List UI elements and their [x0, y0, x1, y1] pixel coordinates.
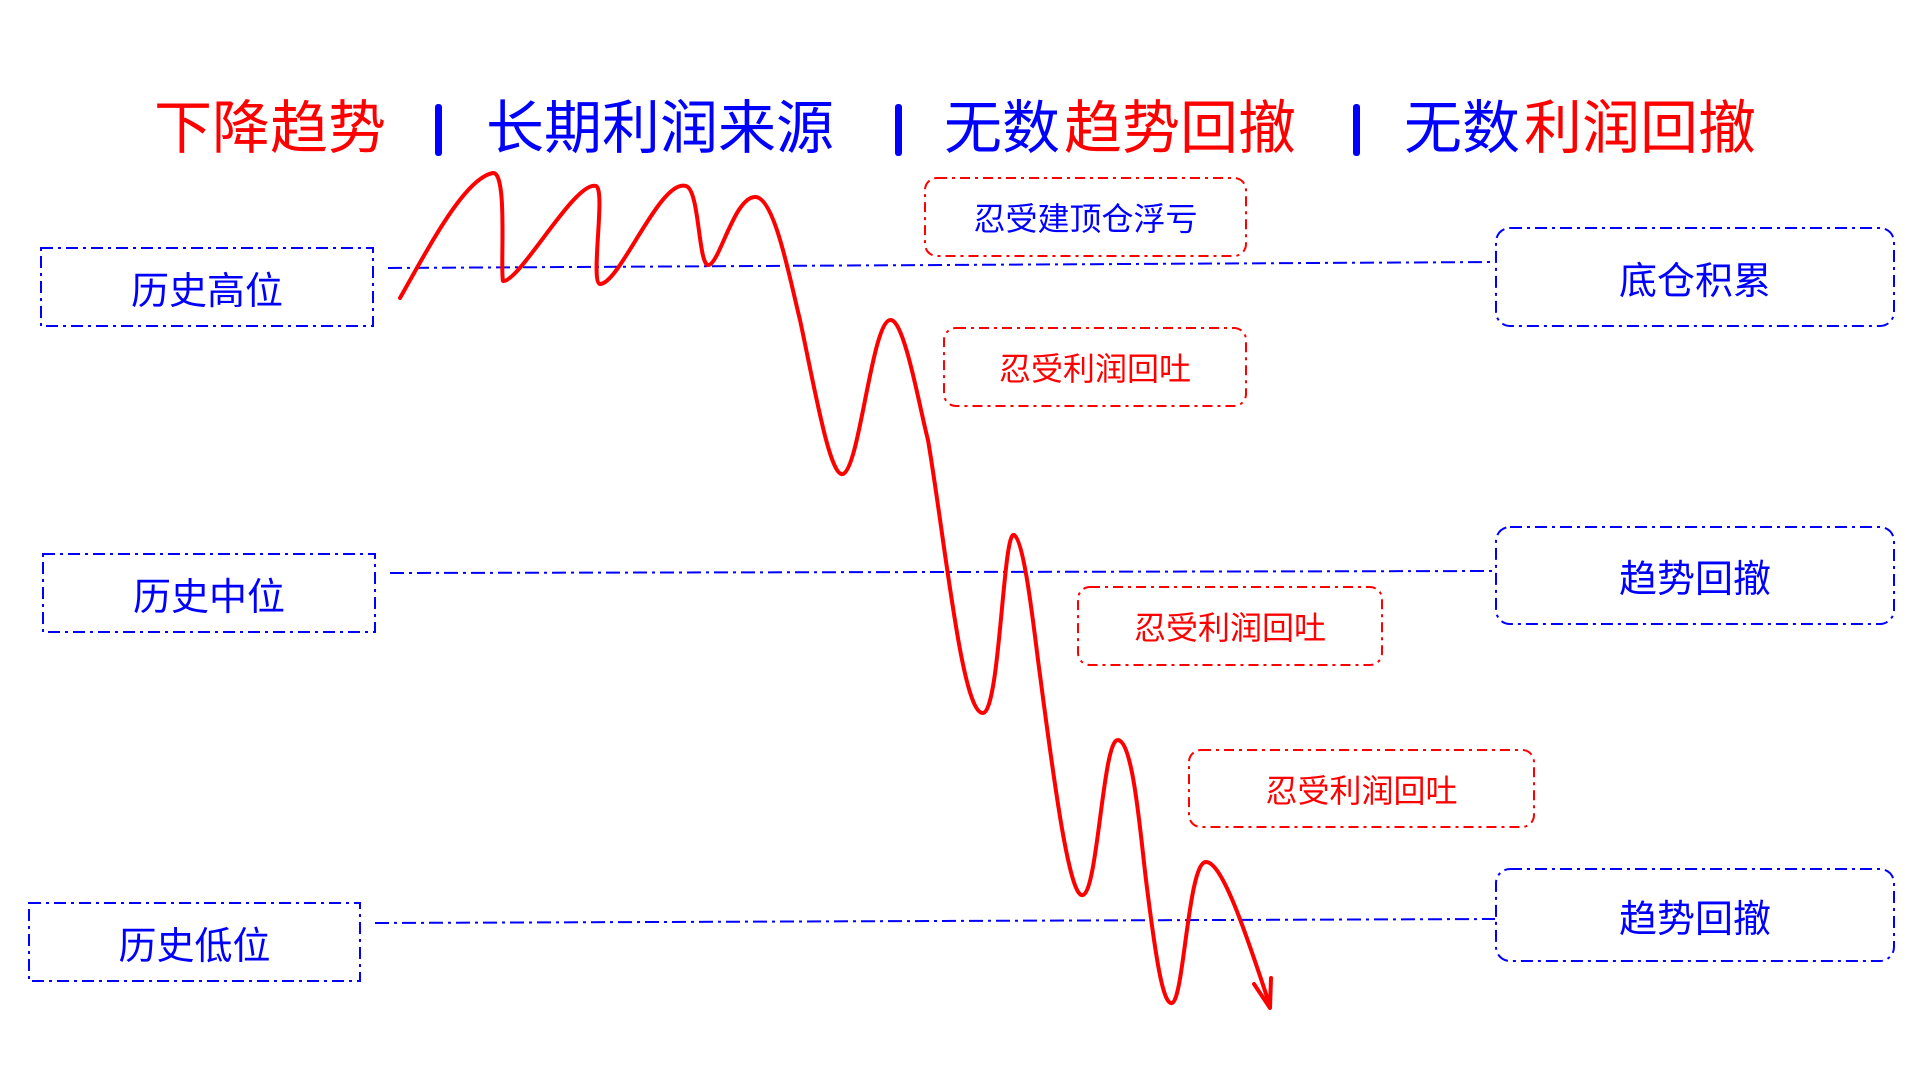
high-level-line — [387, 261, 1496, 269]
level-box-low: 历史低位 — [28, 902, 361, 982]
arrow-down-right-icon — [1252, 976, 1273, 1010]
mid-level-line — [389, 570, 1496, 574]
title-profit-pullback: 利润回撤 — [1524, 94, 1757, 162]
dashed-frame — [28, 902, 361, 982]
title-separator — [1353, 104, 1360, 156]
stage-label-base-accumulation: 底仓积累 — [1618, 258, 1771, 303]
stage-box-trend-pullback-2: 趋势回撤 — [1495, 868, 1895, 962]
dashed-frame — [42, 553, 376, 633]
note-box-top-position-loss: 忍受建顶仓浮亏 — [924, 177, 1247, 257]
level-box-high: 历史高位 — [40, 247, 374, 327]
title-downtrend: 下降趋势 — [154, 94, 387, 162]
level-label-low: 历史低位 — [118, 923, 271, 968]
dashed-frame — [1495, 868, 1895, 962]
level-label-high: 历史高位 — [130, 268, 283, 313]
note-label-profit-giveback-1: 忍受利润回吐 — [998, 350, 1191, 388]
note-label-profit-giveback-2: 忍受利润回吐 — [1133, 609, 1326, 647]
title-separator — [895, 104, 902, 156]
note-box-profit-giveback-2: 忍受利润回吐 — [1077, 586, 1383, 666]
note-label-profit-giveback-3: 忍受利润回吐 — [1265, 771, 1458, 810]
note-box-profit-giveback-1: 忍受利润回吐 — [943, 327, 1247, 407]
title-long-term-profit-source: 长期利润来源 — [486, 94, 835, 162]
dashed-frame — [1495, 227, 1895, 327]
title-countless-prefix-2: 无数 — [1404, 94, 1521, 162]
stage-box-base-accumulation: 底仓积累 — [1495, 227, 1895, 327]
level-label-mid: 历史中位 — [132, 574, 285, 619]
low-level-line — [374, 918, 1496, 924]
stage-label-trend-pullback-2: 趋势回撤 — [1618, 896, 1771, 941]
level-lines — [374, 261, 1496, 924]
note-box-profit-giveback-3: 忍受利润回吐 — [1188, 749, 1535, 828]
diagram-title: 下降趋势 长期利润来源 无数 趋势回撤 无数 利润回撤 — [0, 92, 1920, 164]
stage-label-trend-pullback-1: 趋势回撤 — [1618, 557, 1771, 601]
dashed-frame — [924, 177, 1247, 257]
note-label-top-position-loss: 忍受建顶仓浮亏 — [973, 200, 1198, 238]
dashed-frame — [1077, 586, 1383, 666]
dashed-frame — [40, 247, 374, 327]
downtrend-price-curve — [398, 171, 1272, 1008]
stage-box-trend-pullback-1: 趋势回撤 — [1495, 526, 1895, 625]
dashed-frame — [943, 327, 1247, 407]
title-separator — [435, 104, 442, 156]
title-trend-pullback: 趋势回撤 — [1064, 94, 1297, 162]
title-countless-prefix-1: 无数 — [944, 94, 1061, 162]
level-box-mid: 历史中位 — [42, 553, 376, 633]
dashed-frame — [1495, 526, 1895, 625]
